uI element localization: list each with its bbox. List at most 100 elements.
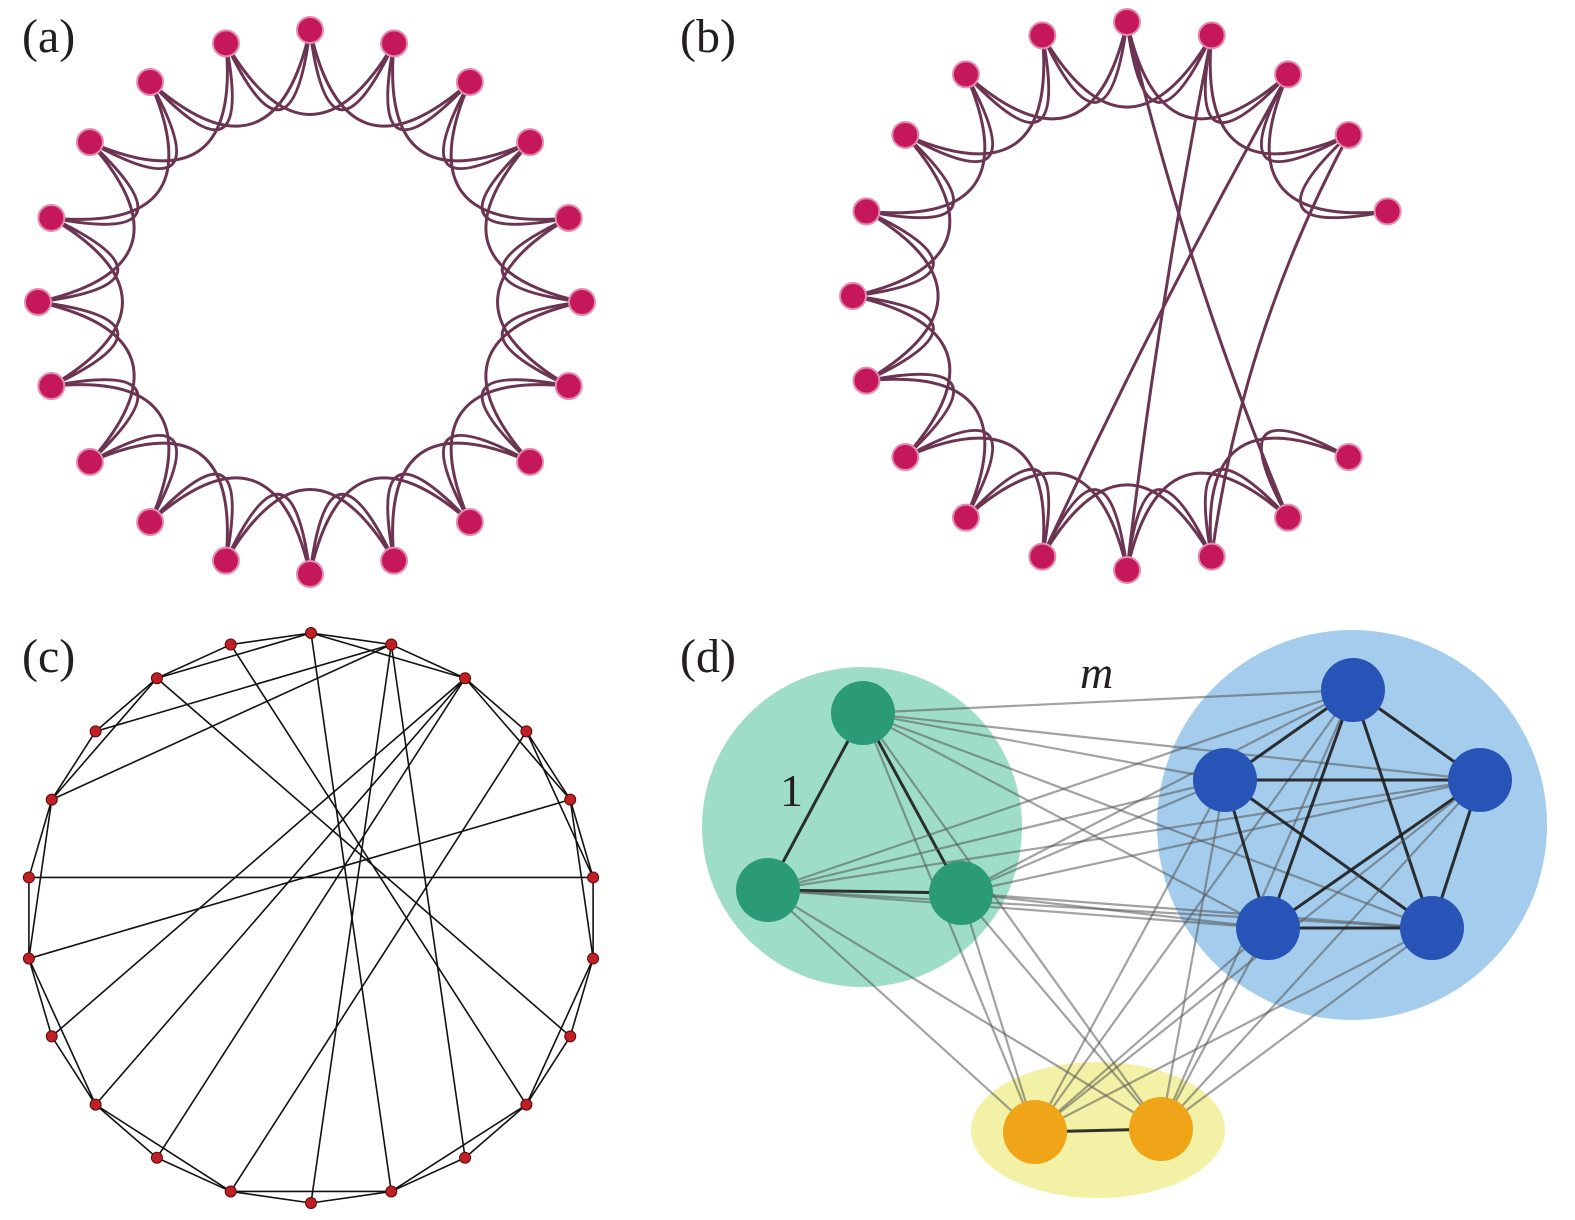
random-edge (230, 644, 528, 1106)
ring-edge (1040, 21, 1129, 104)
ring-node (951, 503, 980, 532)
random-node (150, 672, 163, 685)
random-node (45, 1030, 58, 1043)
random-edge (310, 632, 392, 646)
ring-node (211, 29, 240, 58)
ring-edge (1203, 467, 1290, 557)
ring-node (1197, 21, 1226, 50)
ring-edge (964, 35, 1051, 125)
ring-node (891, 120, 920, 149)
random-edge (156, 632, 312, 680)
inter-edge (1160, 927, 1433, 1130)
ring-edge (904, 73, 995, 164)
ring-node (568, 288, 596, 316)
ring-edge (904, 428, 995, 519)
ring-node (516, 447, 545, 476)
ring-nodes (24, 16, 596, 588)
panel-c: (c) (22, 627, 600, 1209)
inter-edge (862, 711, 1481, 782)
ring-edge (852, 133, 952, 298)
random-edge (390, 1157, 466, 1193)
community-nodes (736, 658, 1512, 1164)
ring-node (1373, 197, 1402, 226)
ring-edge (852, 294, 935, 383)
inter-edge (960, 689, 1354, 894)
ring-edge (904, 436, 1046, 557)
ring-edge (51, 141, 140, 226)
ring-edge (308, 29, 396, 112)
rewired-edge (1040, 73, 1290, 558)
ring-edge (149, 472, 234, 561)
random-edge (464, 677, 527, 732)
ring-node (1028, 21, 1057, 50)
rewired-edge (1125, 21, 1290, 519)
inter-edge (862, 712, 1269, 929)
ring-edge (1125, 21, 1214, 104)
ring-edge (37, 300, 120, 388)
inter-edge (960, 892, 1162, 1130)
random-node (587, 871, 600, 884)
random-node (22, 952, 35, 965)
random-edge (28, 798, 571, 960)
random-edge (51, 730, 97, 801)
ring-node (1334, 120, 1363, 149)
ring-node (1334, 443, 1363, 472)
ring-edge (1259, 428, 1350, 519)
ring-node (891, 443, 920, 472)
inter-edge (767, 688, 1354, 892)
random-edge (230, 730, 528, 1192)
random-edge (95, 1104, 158, 1159)
ring-edge (449, 383, 569, 523)
ring-node (136, 67, 165, 96)
ring-node (380, 546, 409, 575)
intra-edge (1266, 689, 1355, 929)
random-node (150, 1151, 163, 1164)
random-edge (51, 677, 466, 1037)
ring-node (1197, 542, 1226, 571)
inter-edge (960, 778, 1226, 895)
inter-edge (1034, 779, 1226, 1133)
ring-edge (308, 476, 471, 575)
random-edge (156, 677, 466, 1159)
ring-edge (1267, 73, 1388, 215)
ring-edge (224, 29, 312, 112)
community-node (1236, 896, 1300, 960)
ring-edge (866, 133, 956, 220)
ring-edge (89, 43, 229, 163)
ring-node (554, 203, 583, 232)
random-node (22, 871, 35, 884)
ring-edge (224, 42, 396, 116)
panel-d-label: (d) (680, 630, 736, 683)
random-edge (464, 677, 571, 801)
random-node (45, 793, 58, 806)
ring-edge (149, 29, 312, 128)
random-node (224, 638, 237, 651)
panel-b-label: (b) (680, 10, 736, 63)
random-edge (525, 730, 571, 801)
random-node (520, 1098, 533, 1111)
random-edge (525, 731, 594, 878)
random-edges (28, 632, 594, 1204)
ring-node (852, 366, 881, 395)
ring-edge (308, 492, 396, 575)
inter-edge (862, 688, 1354, 715)
random-node (224, 1185, 237, 1198)
rewired-edge (1210, 134, 1350, 557)
community-node (736, 858, 800, 922)
inter-edge (960, 891, 1269, 930)
ring-nodes (839, 8, 1402, 584)
random-edge (390, 1103, 527, 1193)
random-edge (156, 677, 571, 1037)
inter-edge (767, 889, 1162, 1130)
ring-node (37, 203, 66, 232)
ring-node (75, 128, 104, 157)
ring-edge (480, 378, 569, 463)
random-edge (95, 643, 392, 733)
ring-edge (224, 488, 396, 562)
ring-edge (391, 441, 531, 561)
inter-edge (1160, 779, 1481, 1130)
ring-edge (1208, 35, 1350, 156)
ring-edge (865, 210, 940, 382)
ring-node (24, 288, 52, 316)
